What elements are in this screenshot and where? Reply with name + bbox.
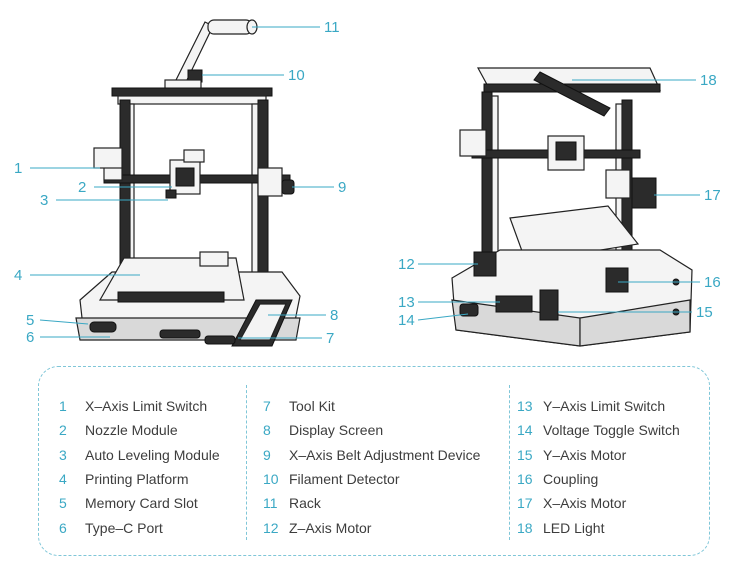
rear-view-printer — [451, 67, 693, 347]
callout-12: 12 — [398, 256, 415, 273]
legend-label: Memory Card Slot — [85, 495, 198, 512]
callout-16: 16 — [704, 274, 721, 291]
legend-label: Printing Platform — [85, 471, 189, 488]
legend-label: Z–Axis Motor — [289, 519, 372, 536]
callout-leaders — [30, 26, 700, 339]
legend-label: Display Screen — [289, 422, 384, 439]
legend-label: Y–Axis Motor — [543, 446, 627, 463]
legend-divider — [246, 385, 247, 540]
legend-label: Y–Axis Limit Switch — [543, 398, 666, 415]
legend-label: Auto Leveling Module — [85, 446, 220, 463]
legend-label: X–Axis Limit Switch — [85, 398, 208, 415]
callout-13: 13 — [398, 294, 415, 311]
nozzle-module — [165, 149, 205, 199]
legend-label: Type–C Port — [85, 519, 163, 536]
callout-9: 9 — [338, 179, 346, 196]
callout-2: 2 — [78, 179, 86, 196]
printer-diagram: 1 2 3 4 5 6 7 8 9 10 11 12 13 14 15 16 1… — [14, 19, 721, 347]
front-view-printer — [75, 19, 301, 347]
legend-label: Nozzle Module — [85, 422, 178, 439]
legend-label: Filament Detector — [289, 471, 400, 488]
legend-label: X–Axis Belt Adjustment Device — [289, 446, 481, 463]
callout-15: 15 — [696, 304, 713, 321]
callout-5: 5 — [26, 312, 34, 329]
legend-divider — [509, 385, 510, 540]
callout-7: 7 — [326, 330, 334, 347]
legend-label: Rack — [289, 495, 321, 512]
callout-1: 1 — [14, 160, 22, 177]
callout-3: 3 — [40, 192, 48, 209]
callout-11: 11 — [324, 19, 340, 36]
callout-17: 17 — [704, 187, 721, 204]
callout-10: 10 — [288, 67, 305, 84]
callout-numbers: 1 2 3 4 5 6 7 8 9 10 11 12 13 14 15 16 1… — [14, 19, 721, 347]
spool-rack — [164, 19, 258, 95]
callout-4: 4 — [14, 267, 22, 284]
legend-label: Tool Kit — [289, 398, 335, 415]
display-screen — [231, 299, 293, 347]
callout-6: 6 — [26, 329, 34, 346]
legend-label: X–Axis Motor — [543, 495, 627, 512]
callout-14: 14 — [398, 312, 415, 329]
callout-18: 18 — [700, 72, 717, 89]
legend-label: Coupling — [543, 471, 599, 488]
callout-8: 8 — [330, 307, 338, 324]
legend-label: Voltage Toggle Switch — [543, 422, 680, 439]
legend-label: LED Light — [543, 519, 605, 536]
